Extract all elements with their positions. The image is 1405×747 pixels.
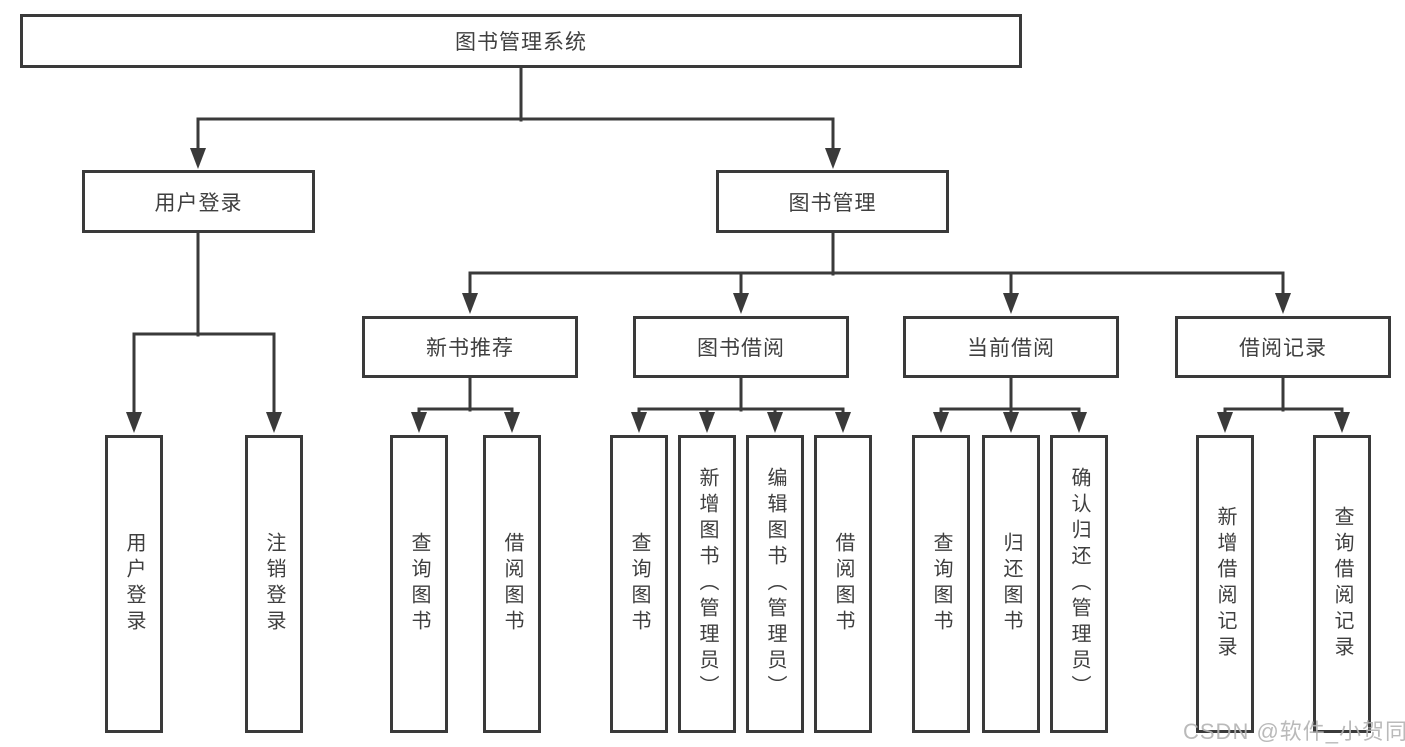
leaf-borrow-books-recommend: 借阅图书 — [483, 435, 541, 733]
leaf-confirm-return-admin: 确认归还（管理员） — [1050, 435, 1108, 733]
leaf-query-borrow-record: 查询借阅记录 — [1313, 435, 1371, 733]
leaf-user-login-label: 用户登录 — [123, 532, 145, 636]
node-current-borrow-label: 当前借阅 — [967, 337, 1055, 360]
leaf-return-books: 归还图书 — [982, 435, 1040, 733]
node-borrow-records: 借阅记录 — [1175, 316, 1391, 378]
leaf-add-books-admin-label: 新增图书（管理员） — [696, 467, 718, 701]
leaf-edit-books-admin-label: 编辑图书（管理员） — [764, 467, 786, 701]
leaf-user-login: 用户登录 — [105, 435, 163, 733]
leaf-confirm-return-admin-label: 确认归还（管理员） — [1068, 467, 1090, 701]
leaf-query-books-recommend: 查询图书 — [390, 435, 448, 733]
node-book-borrow: 图书借阅 — [633, 316, 849, 378]
leaf-add-borrow-record: 新增借阅记录 — [1196, 435, 1254, 733]
leaf-add-borrow-record-label: 新增借阅记录 — [1214, 506, 1236, 662]
leaf-logout-label: 注销登录 — [263, 532, 285, 636]
node-current-borrow: 当前借阅 — [903, 316, 1119, 378]
node-borrow-records-label: 借阅记录 — [1239, 337, 1327, 360]
leaf-query-books-borrow: 查询图书 — [610, 435, 668, 733]
node-user-login: 用户登录 — [82, 170, 315, 233]
node-user-login-label: 用户登录 — [154, 191, 243, 215]
watermark: CSDN @软件_小贺同学 — [1183, 719, 1405, 744]
node-book-management-label: 图书管理 — [788, 191, 877, 215]
node-book-management: 图书管理 — [716, 170, 949, 233]
node-root-label: 图书管理系统 — [455, 31, 587, 54]
leaf-query-books-recommend-label: 查询图书 — [408, 532, 430, 636]
leaf-query-books-current: 查询图书 — [912, 435, 970, 733]
node-root: 图书管理系统 — [20, 14, 1022, 68]
leaf-return-books-label: 归还图书 — [1000, 532, 1022, 636]
node-new-book-recommend: 新书推荐 — [362, 316, 578, 378]
leaf-query-books-current-label: 查询图书 — [930, 532, 952, 636]
leaf-borrow-books-recommend-label: 借阅图书 — [501, 532, 523, 636]
leaf-logout: 注销登录 — [245, 435, 303, 733]
leaf-add-books-admin: 新增图书（管理员） — [678, 435, 736, 733]
leaf-query-books-borrow-label: 查询图书 — [628, 532, 650, 636]
leaf-edit-books-admin: 编辑图书（管理员） — [746, 435, 804, 733]
leaf-borrow-books-label: 借阅图书 — [832, 532, 854, 636]
node-new-book-recommend-label: 新书推荐 — [426, 337, 514, 360]
node-book-borrow-label: 图书借阅 — [697, 337, 785, 360]
leaf-borrow-books: 借阅图书 — [814, 435, 872, 733]
leaf-query-borrow-record-label: 查询借阅记录 — [1331, 506, 1353, 662]
